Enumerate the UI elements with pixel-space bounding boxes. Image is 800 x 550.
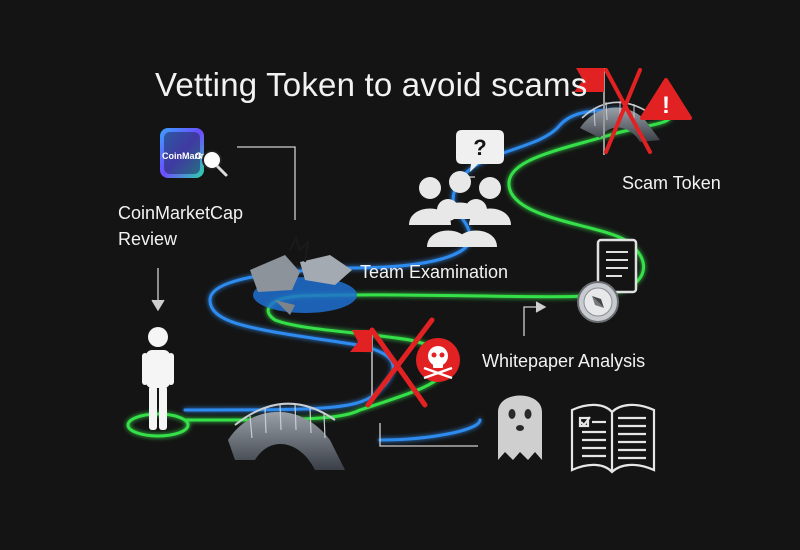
step-team-label: Team Examination <box>360 262 509 282</box>
logo-text: CoinMarket <box>162 151 211 161</box>
coinmarketcap-logo: CoinMarket Cap <box>160 128 228 178</box>
team-group-icon <box>409 171 511 247</box>
bridge-bottom-icon <box>228 402 345 470</box>
skull-danger-icon <box>350 317 460 408</box>
compass-icon <box>577 281 619 323</box>
document-icon <box>596 238 638 294</box>
step-coinmarketcap-line1: CoinMarketCap <box>118 203 244 223</box>
ghost-icon <box>498 395 542 460</box>
question-bubble: ? <box>456 130 504 172</box>
warning-icon: ! <box>640 78 692 120</box>
broken-ground-icon <box>250 235 357 315</box>
step-coinmarketcap-label: CoinMarketCap Review <box>118 200 278 252</box>
question-mark: ? <box>473 135 486 160</box>
path-green <box>126 116 672 438</box>
step-whitepaper-label: Whitepaper Analysis <box>482 351 646 371</box>
step-coinmarketcap-line2: Review <box>118 229 178 249</box>
red-flag-icon <box>574 68 652 155</box>
person-icon <box>142 327 174 430</box>
warning-mark: ! <box>662 92 670 119</box>
step-scam-label: Scam Token <box>622 173 721 193</box>
page-title: Vetting Token to avoid scams <box>155 66 588 103</box>
open-book-icon <box>570 403 656 474</box>
